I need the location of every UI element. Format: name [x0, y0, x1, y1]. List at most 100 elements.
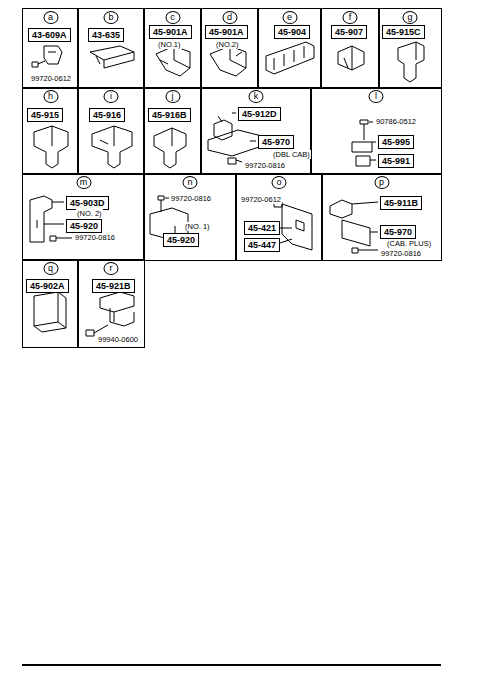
- cell-letter: f: [343, 11, 358, 24]
- part-number-box: 45-916: [89, 108, 125, 122]
- part-number: 45-911B: [384, 198, 418, 208]
- part-label: 99720-0612: [30, 74, 72, 83]
- bracket: [30, 196, 52, 242]
- part-label: (NO.1): [157, 40, 182, 49]
- part-number: 45-915C: [386, 27, 421, 37]
- cell-letter: p: [374, 176, 389, 189]
- bracket: [330, 200, 370, 246]
- clip: [100, 292, 134, 326]
- part-number-box: 45-915: [27, 108, 63, 122]
- part-number: 45-920: [70, 221, 98, 231]
- part-number: 45-915: [31, 110, 59, 120]
- part-number-box: 45-995: [378, 135, 414, 149]
- part-label: 99720-0816: [380, 249, 422, 258]
- cell-letter: g: [403, 11, 418, 24]
- part-number: 45-901A: [209, 27, 244, 37]
- page-rule: [22, 664, 441, 666]
- catalog-cell: b 43-635: [77, 8, 145, 89]
- part-number-box: 43-609A: [28, 28, 71, 42]
- part-label: 99720-0816: [74, 233, 116, 242]
- cell-letter: b: [104, 11, 119, 24]
- cell-letter: m: [76, 176, 91, 189]
- cell-letter: e: [282, 11, 297, 24]
- part-number: 45-921B: [96, 281, 131, 291]
- part-number: 43-635: [92, 30, 120, 40]
- part-number-box: 45-915C: [382, 25, 425, 39]
- part-number-box: 45-970: [380, 225, 416, 239]
- part-number-box: 45-902A: [26, 279, 69, 293]
- part-number-box: 45-907: [331, 25, 367, 39]
- part-number: 45-907: [335, 27, 363, 37]
- catalog-cell: h 45-915: [22, 87, 79, 175]
- part-label: 99940-0600: [97, 335, 139, 344]
- clip: [156, 46, 190, 76]
- part-number-box: 45-901A: [149, 25, 192, 39]
- cell-letter: q: [43, 262, 58, 275]
- part-label: 90786-0512: [375, 117, 417, 126]
- leader-line: [369, 122, 376, 160]
- catalog-cell: l 45-995 45-991: [310, 87, 442, 175]
- cell-letter: n: [183, 176, 198, 189]
- part-number-box: 45-904: [274, 25, 310, 39]
- catalog-cell: i 45-916: [77, 87, 145, 175]
- bolt-clip: [352, 120, 372, 166]
- part-number-box: 45-901A: [205, 25, 248, 39]
- clip: [210, 46, 246, 76]
- part-label: (CAB. PLUS): [386, 239, 432, 248]
- part-label: 99720-0816: [170, 194, 212, 203]
- part-number: 43-609A: [32, 30, 67, 40]
- part-number-box: 45-916B: [148, 108, 191, 122]
- leader-line: [165, 198, 175, 234]
- screw: [32, 61, 45, 67]
- part-number: 45-920: [167, 235, 195, 245]
- cell-letter: a: [43, 11, 58, 24]
- part-label: (NO. 2): [76, 209, 103, 218]
- catalog-cell: n 45-920: [143, 173, 237, 261]
- cell-letter: i: [104, 90, 119, 103]
- part-number: 45-421: [248, 223, 276, 233]
- part-label: 99720-0816: [244, 161, 286, 170]
- cell-letter: c: [165, 11, 180, 24]
- part-number-box: 45-920: [66, 219, 102, 233]
- part-number-box: 45-921B: [92, 279, 135, 293]
- part-number-box: 45-991: [378, 154, 414, 168]
- part-number: 45-991: [382, 156, 410, 166]
- clip: [44, 46, 62, 64]
- part-label: (DBL CAB): [272, 150, 311, 159]
- clip: [398, 42, 424, 82]
- clip: [154, 128, 186, 168]
- clip: [266, 42, 314, 74]
- clip: [338, 46, 364, 70]
- part-number: 45-901A: [153, 27, 188, 37]
- catalog-cell: j 45-916B: [143, 87, 202, 175]
- catalog-cell: e 45-904: [257, 8, 322, 89]
- part-number: 45-912D: [242, 109, 277, 119]
- cell-letter: l: [369, 90, 384, 103]
- part-number: 45-995: [382, 137, 410, 147]
- clip: [34, 126, 68, 168]
- cell-letter: h: [43, 90, 58, 103]
- cell-letter: r: [104, 262, 119, 275]
- part-number: 45-902A: [30, 281, 65, 291]
- part-number-box: 43-635: [88, 28, 124, 42]
- clip: [90, 46, 134, 68]
- part-number: 45-916: [93, 110, 121, 120]
- part-label: 99720-0612: [240, 195, 282, 204]
- part-number-box: 45-903D: [66, 196, 109, 210]
- cell-letter: j: [165, 90, 180, 103]
- leader-line: [352, 202, 378, 253]
- clip: [92, 126, 132, 168]
- part-number: 45-904: [278, 27, 306, 37]
- part-number-box: 45-421: [244, 221, 280, 235]
- part-label: (NO.2): [215, 40, 240, 49]
- part-number: 45-970: [384, 227, 412, 237]
- part-number-box: 45-911B: [380, 196, 422, 210]
- bracket: [208, 120, 262, 156]
- catalog-cell: f 45-907: [320, 8, 380, 89]
- part-number: 45-970: [262, 137, 290, 147]
- part-number: 45-447: [248, 240, 276, 250]
- part-number: 45-916B: [152, 110, 187, 120]
- cell-letter: o: [272, 176, 287, 189]
- part-number-box: 45-447: [244, 238, 280, 252]
- part-number: 45-903D: [70, 198, 105, 208]
